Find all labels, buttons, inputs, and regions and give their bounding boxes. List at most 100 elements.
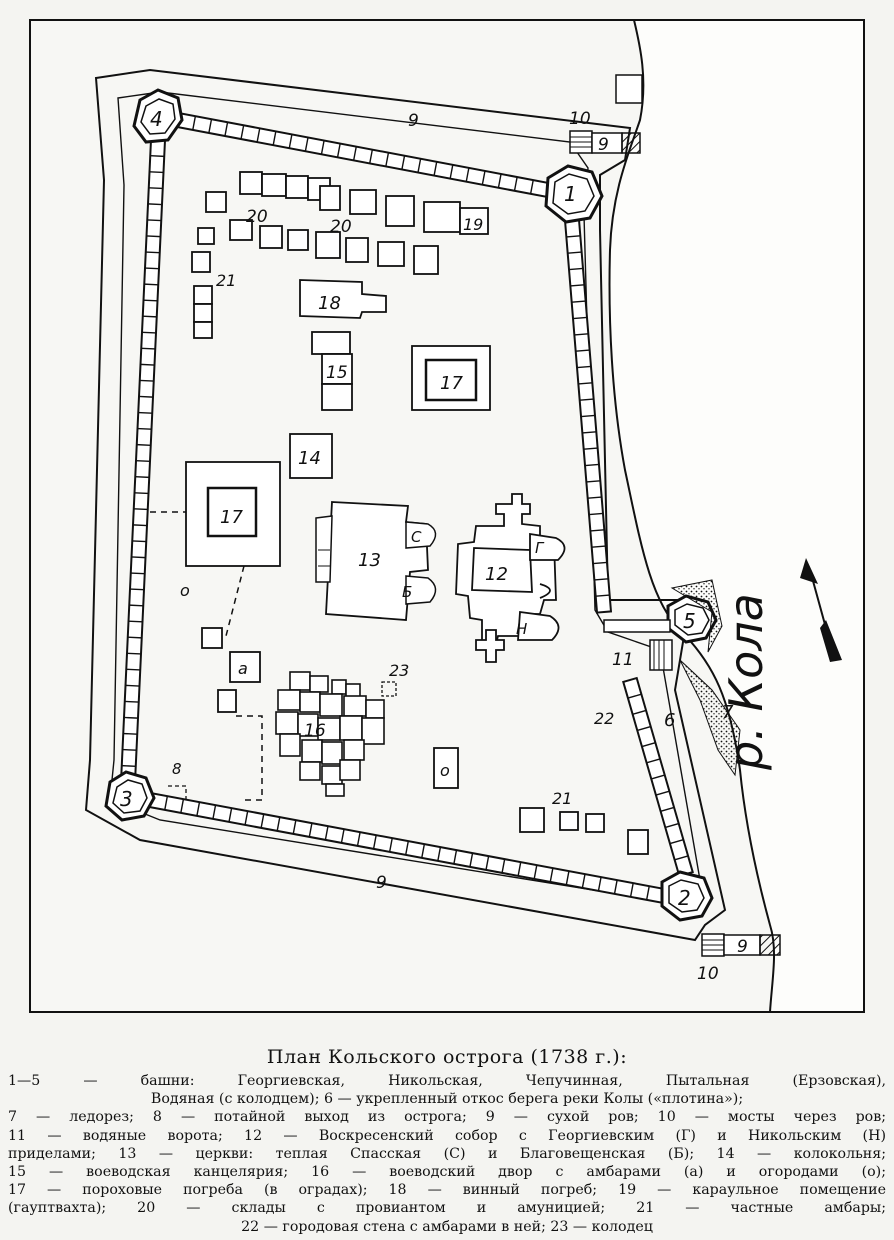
wall-cell-divider [417, 158, 422, 173]
label-bell-tower: 14 [298, 448, 321, 469]
wall-cell-divider [591, 545, 606, 548]
wall-cell-divider [148, 187, 163, 190]
wall-cell-divider [421, 843, 426, 859]
label-bridge-bottom-ditch: 9 [737, 937, 748, 957]
yard-building [325, 783, 345, 797]
tower-2: 2 [660, 870, 714, 922]
wall-cell-divider [180, 798, 185, 814]
wall-cell-divider [147, 219, 162, 222]
wall-cell-divider [121, 764, 136, 767]
wall-cell-divider [433, 161, 438, 176]
wall-cell-divider [126, 652, 142, 655]
wall-cell-divider [336, 143, 341, 158]
label-cathedral-n: Н [516, 620, 527, 638]
wall-cell-divider [130, 572, 145, 575]
wall-cell-divider [567, 251, 582, 254]
wall-cell-divider [140, 363, 155, 366]
wall-cell-divider [144, 283, 159, 286]
tower-3: 3 [104, 770, 156, 822]
caption-line: 11 — водяные ворота; 12 — Воскресенский … [8, 1127, 886, 1144]
label-bridge-bottom: 10 [697, 964, 719, 984]
caption-line: 1—5 — башни: Георгиевская, Никольская, Ч… [8, 1073, 886, 1089]
yard-building [289, 671, 311, 691]
wall-cell-divider [147, 203, 163, 206]
label-icebreaker: 7 [722, 702, 734, 723]
label-river: р. Кола [719, 593, 773, 771]
wall-cell-divider [570, 284, 585, 287]
wall-cell-divider [590, 529, 605, 532]
wall-cell-divider [576, 365, 592, 369]
wall-cell-divider [149, 171, 164, 174]
wall-cell-divider [138, 411, 153, 414]
wall-cell-divider [665, 822, 679, 829]
yard-building [321, 765, 343, 785]
garden-right [433, 747, 459, 789]
wall-cell-divider [578, 382, 593, 385]
wall-cell-divider [597, 876, 602, 892]
label-secret-exit: 8 [172, 760, 182, 778]
wall-cell-divider [138, 395, 154, 398]
wall-cell-divider [565, 870, 570, 886]
wall-cell-divider [122, 748, 137, 751]
wall-cell-divider [513, 176, 518, 191]
wall-cell-divider [627, 693, 642, 699]
caption-line: 22 — городовая стена с амбарами в ней; 2… [241, 1218, 653, 1235]
wall-cell-divider [572, 316, 588, 320]
wall-cell-divider [137, 427, 152, 430]
wall-cell-divider [582, 431, 597, 434]
wall-cell-divider [669, 839, 684, 845]
wall-cell-divider [469, 852, 474, 868]
yard-building [299, 691, 321, 713]
private-barns-bottom [519, 807, 649, 855]
caption-line: 17 — пороховые погреба (в оградах); 18 —… [8, 1182, 886, 1199]
wall-cell-divider [533, 864, 538, 880]
yard-building [339, 759, 361, 781]
wall-cell-divider [581, 873, 586, 889]
wall-cell-divider [629, 882, 634, 898]
wall-cell-divider [144, 267, 160, 270]
wall-cell-divider [517, 861, 522, 877]
bridge-top: 10 9 [569, 74, 643, 155]
wall-cell-divider [134, 492, 149, 495]
wall-cell-divider [324, 825, 329, 841]
wall-cell-divider [655, 790, 670, 796]
wall-cell-divider [646, 758, 661, 764]
wall-cell-divider [145, 251, 160, 254]
caption-line: Водяная (с колодцем); 6 — укрепленный от… [150, 1091, 744, 1108]
wall-cell-divider [132, 524, 148, 527]
wall-cell-divider [146, 235, 161, 238]
wall-cell-divider [123, 716, 139, 719]
wall-cell-divider [141, 331, 157, 334]
wall-cell-divider [224, 122, 229, 137]
wall-cell-divider [481, 170, 486, 185]
wall-cell-divider [385, 152, 390, 167]
wall-cell-divider [292, 819, 297, 835]
wall-cell-divider [580, 414, 596, 418]
wall-cell-divider [143, 299, 158, 302]
wall-cell-divider [127, 636, 142, 639]
wall-cell-divider [632, 709, 647, 715]
tower-label-2: 2 [678, 886, 691, 910]
caption-line: 15 — воеводская канцелярия; 16 — воеводс… [8, 1164, 886, 1181]
label-wine-cellar: 18 [318, 293, 341, 314]
wall-cell-divider [574, 333, 589, 336]
wall-cell-divider [244, 810, 249, 826]
yard-building [299, 761, 321, 781]
yard-building [343, 695, 367, 717]
yard-building [309, 675, 329, 693]
chancery-15 [311, 331, 353, 411]
label-powder-main: 17 [440, 373, 463, 394]
wall-cell-divider [584, 463, 600, 467]
yard-building [331, 679, 347, 695]
wall-cell-divider [401, 155, 406, 170]
wall-cell-divider [465, 167, 470, 182]
secret-exit [168, 785, 187, 800]
wall-cell-divider [651, 774, 665, 780]
yard-building [343, 739, 365, 761]
yard-building [361, 717, 385, 745]
wall-cell-divider [228, 807, 233, 823]
label-bridge-top: 10 [569, 109, 591, 129]
wall-cell-divider [135, 459, 151, 463]
wall-cell-divider [571, 300, 586, 303]
wine-cellar-18: 18 [299, 279, 387, 319]
